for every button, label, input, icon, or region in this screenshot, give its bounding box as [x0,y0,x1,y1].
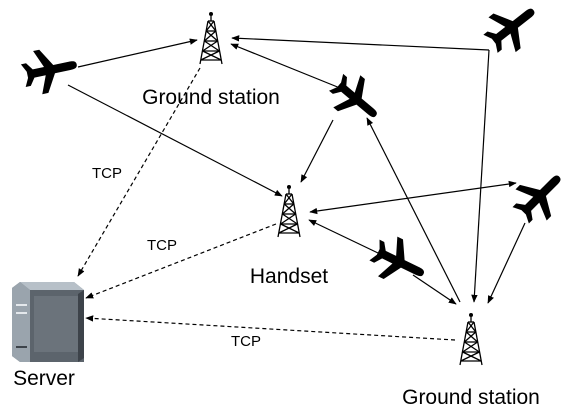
tcp-link-tower-top-server [77,67,201,277]
link-plane1-tower-top [77,38,198,68]
server-label: Server [13,367,75,390]
airplane-icon [364,230,434,294]
handset-label: Handset [250,265,328,288]
tcp-label: TCP [231,333,261,350]
link-handset-plane5 [308,219,379,254]
handset-tower-icon [277,184,301,238]
ground-station-top-tower-icon [199,11,223,65]
link-plane2-tower-top [231,35,490,51]
tcp-link-handset-server [85,223,277,299]
server-icon [12,282,84,362]
airplane-icon [505,161,571,231]
link-plane2-tower-bottom [471,49,490,303]
link-plane1-handset [67,84,283,197]
airplane-icon [476,0,548,62]
ground-station-bottom-tower-icon [459,312,483,366]
link-plane3-handset [300,119,334,183]
ground-station-bottom-label: Ground station [402,386,540,409]
link-plane4-handset [309,180,517,215]
link-plane4-tower-bottom [487,222,526,304]
link-plane5-tower-bottom [412,274,457,305]
tcp-link-tower-bottom-server [85,315,456,341]
ground-station-top-label: Ground station [142,86,280,109]
tcp-label: TCP [92,165,122,182]
airplane-icon [18,42,82,98]
link-plane3-tower-top [230,43,341,89]
tcp-label: TCP [147,237,177,254]
